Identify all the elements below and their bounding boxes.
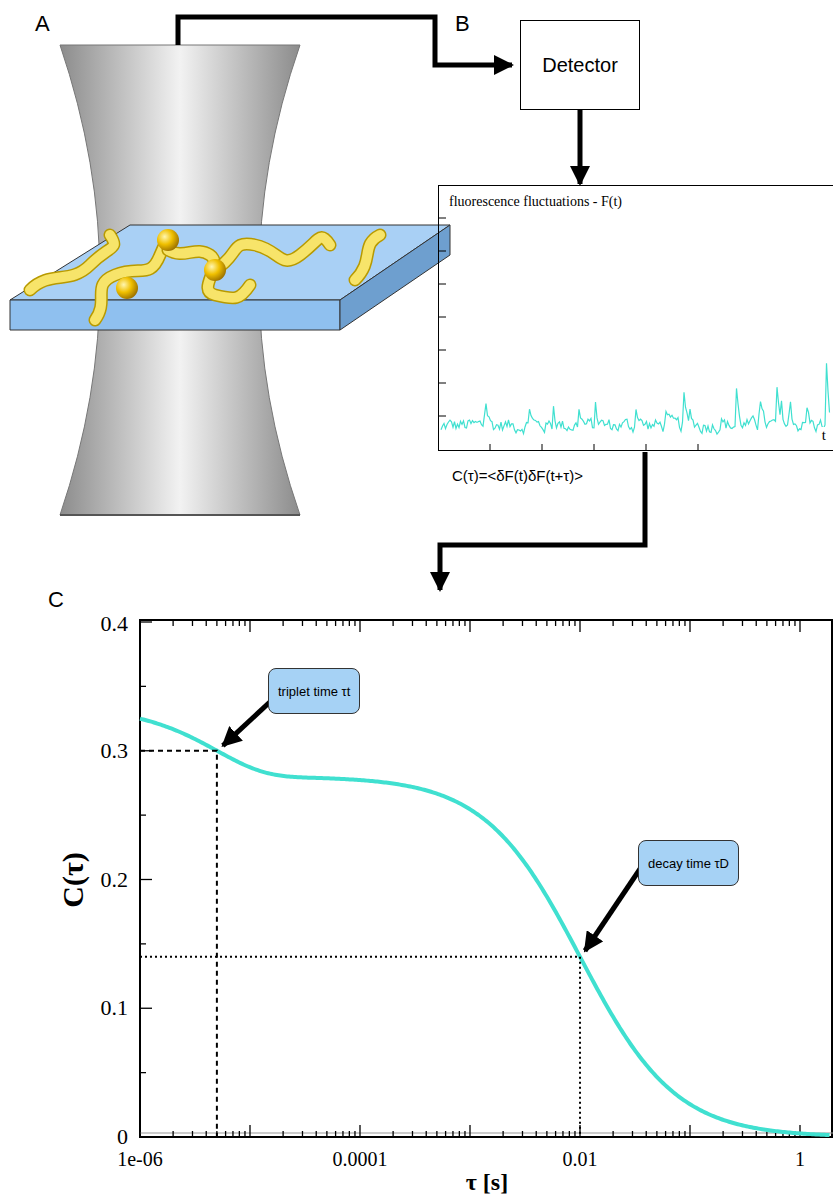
formula: C(τ)=<δF(t)δF(t+τ)> [452, 468, 583, 485]
membrane-slab [10, 225, 450, 330]
correlation-wire [440, 452, 645, 590]
beads [116, 229, 226, 299]
fibers [30, 235, 380, 320]
correlation-chart [140, 620, 833, 1137]
callout-box: decay time τD [638, 840, 739, 886]
panel-ticks [438, 218, 698, 450]
panel-title: fluorescence fluctuations - F(t) [449, 194, 622, 210]
axis-label: t [820, 427, 828, 444]
axis-title: τ [s] [466, 1169, 508, 1195]
detector-box: Detector [520, 20, 640, 110]
node-label: Detector [542, 54, 618, 77]
axis-title: C(τ) [56, 852, 89, 907]
node-label: decay time τD [648, 856, 729, 871]
tick-label: 0.0001 [333, 1148, 388, 1170]
tick-label: 0.2 [101, 868, 129, 892]
panel-letter: C [48, 588, 64, 612]
tick-label: 1 [795, 1148, 805, 1170]
tick-label: 0.3 [101, 739, 129, 763]
tick-label: 0 [117, 1125, 128, 1149]
tick-label: 1e-06 [117, 1148, 163, 1170]
connector-arrow [578, 110, 583, 184]
callout-arrow [223, 700, 272, 746]
callout-arrow [585, 866, 642, 951]
callout-box: triplet time τt [268, 668, 360, 714]
node-label: triplet time τt [278, 684, 350, 699]
trace-panel: fluorescence fluctuations - F(t) t [438, 185, 833, 451]
tick-label: 0.01 [563, 1148, 598, 1170]
tick-label: 0.4 [101, 612, 129, 636]
cone-edge [60, 514, 300, 516]
tick-label: 0.1 [101, 996, 129, 1020]
panel-letter: A [35, 12, 50, 36]
fluorescence-trace [441, 363, 830, 434]
panel-letter: B [455, 12, 470, 36]
